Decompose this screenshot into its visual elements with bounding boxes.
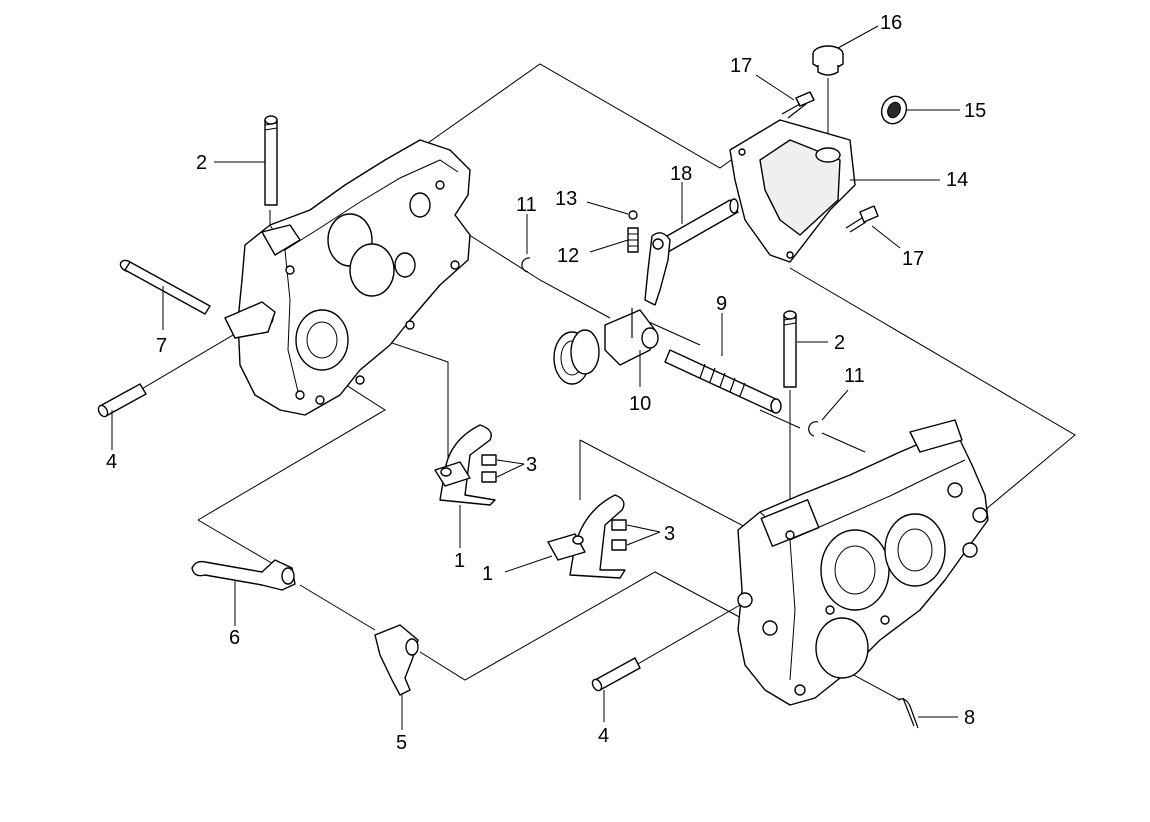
callout-11-lower: 11: [844, 365, 865, 387]
bolt-upper: [781, 91, 815, 119]
callout-11-upper: 11: [516, 194, 537, 216]
shift-fork-lower: [547, 494, 626, 579]
callout-4-left: 4: [106, 451, 117, 473]
callout-16: 16: [880, 12, 902, 34]
callout-2-left: 2: [196, 152, 207, 174]
callout-5: 5: [396, 732, 407, 754]
callout-1-upper: 1: [454, 550, 465, 572]
callout-15: 15: [964, 100, 986, 122]
oil-seal: [880, 95, 908, 125]
bolt-lower: [845, 205, 879, 233]
callout-1-lower: 1: [482, 563, 493, 585]
cotter-pin: [897, 697, 919, 729]
callout-8: 8: [964, 707, 975, 729]
callout-3-upper: 3: [526, 454, 537, 476]
gear-fork-assembly: [553, 308, 659, 385]
dowel-pin-left: [264, 115, 278, 206]
callout-18: 18: [670, 163, 692, 185]
callout-17-lower: 17: [902, 248, 924, 270]
shoes-lower: [611, 519, 627, 551]
shift-lever-5: [374, 624, 419, 696]
callout-12: 12: [557, 245, 579, 267]
shift-lever-6: [191, 559, 296, 591]
circlip-lower: [808, 421, 819, 437]
plug: [812, 45, 844, 76]
callout-14: 14: [946, 169, 968, 191]
callout-10: 10: [629, 393, 651, 415]
callout-17-upper: 17: [730, 55, 752, 77]
callout-9: 9: [716, 293, 727, 315]
callout-2-right: 2: [834, 332, 845, 354]
detent-ball: [628, 210, 638, 220]
callout-labels: 16 17 15 14 17 18 13 12 11 9 10 2 2 11 7…: [106, 12, 986, 754]
circlip-upper: [521, 257, 531, 273]
callout-7: 7: [156, 335, 167, 357]
shift-shaft-with-arm: [644, 198, 739, 306]
long-bolt: [119, 259, 211, 315]
detent-shaft: [664, 349, 782, 414]
callout-13: 13: [555, 188, 577, 210]
shoes-upper: [481, 454, 497, 483]
pin-right: [591, 657, 641, 692]
pin-left: [97, 383, 147, 418]
leader-lines: [111, 25, 960, 730]
callout-4-right: 4: [598, 725, 609, 747]
detent-spring: [627, 227, 639, 253]
shift-fork-upper: [434, 424, 496, 506]
left-gearbox-housing: [224, 139, 471, 416]
callout-6: 6: [229, 627, 240, 649]
top-cover: [729, 119, 856, 263]
right-gearbox-housing: [737, 419, 989, 706]
dowel-pin-right: [783, 310, 797, 388]
callout-3-lower: 3: [664, 523, 675, 545]
